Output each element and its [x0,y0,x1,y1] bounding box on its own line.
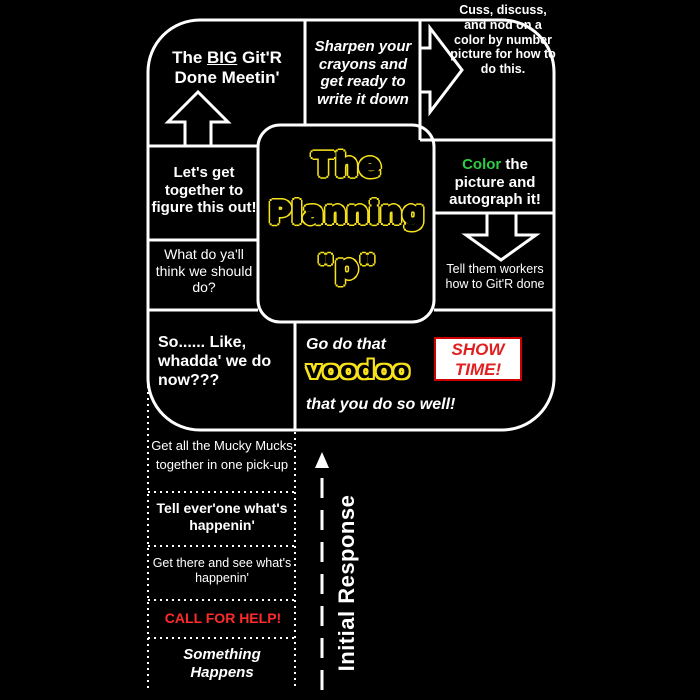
voodoo-word: voodoo [306,356,411,384]
arrow-head-icon [315,452,329,468]
step-1: Get all the Mucky Mucks together in one … [151,438,293,472]
show-time-badge: SHOW TIME! [434,337,522,381]
step-3: Get there and see what's happenin' [152,556,292,585]
up-arrow-icon [164,89,232,148]
what-do-text: What do ya'll think we should do? [155,246,253,296]
so-like-text: So...... Like, whadda' we do now??? [158,334,272,389]
outer-frame [146,18,556,432]
initial-response-label: Initial Response [334,494,359,672]
title-line-2: Planning [268,196,426,231]
color-text: Color the picture and autograph it! [449,156,541,209]
cuss-text: Cuss, discuss, and nod on a color by num… [450,3,556,76]
tell-them-text: Tell them workers how to Git'R done [445,262,545,291]
get-together-text: Let's get together to figure this out! [151,164,257,217]
title-line-3: "p" [317,248,377,286]
voodoo-after: that you do so well! [306,396,456,413]
center-box [256,123,436,324]
voodoo-before: Go do that [306,336,386,353]
title-line-1: The [312,146,382,184]
right-arrow-icon [418,23,464,117]
sharpen-text: Sharpen your crayons and get ready to wr… [314,38,412,109]
down-arrow-icon [461,211,541,262]
big-meeting-text: The BIG Git'R Done Meetin' [172,48,282,88]
step-2: Tell ever'one what's happenin' [156,500,288,533]
voodoo-block: Go do that voodoo [306,336,436,384]
step-5: Something Happens [183,646,261,681]
step-4: CALL FOR HELP! [164,610,282,626]
